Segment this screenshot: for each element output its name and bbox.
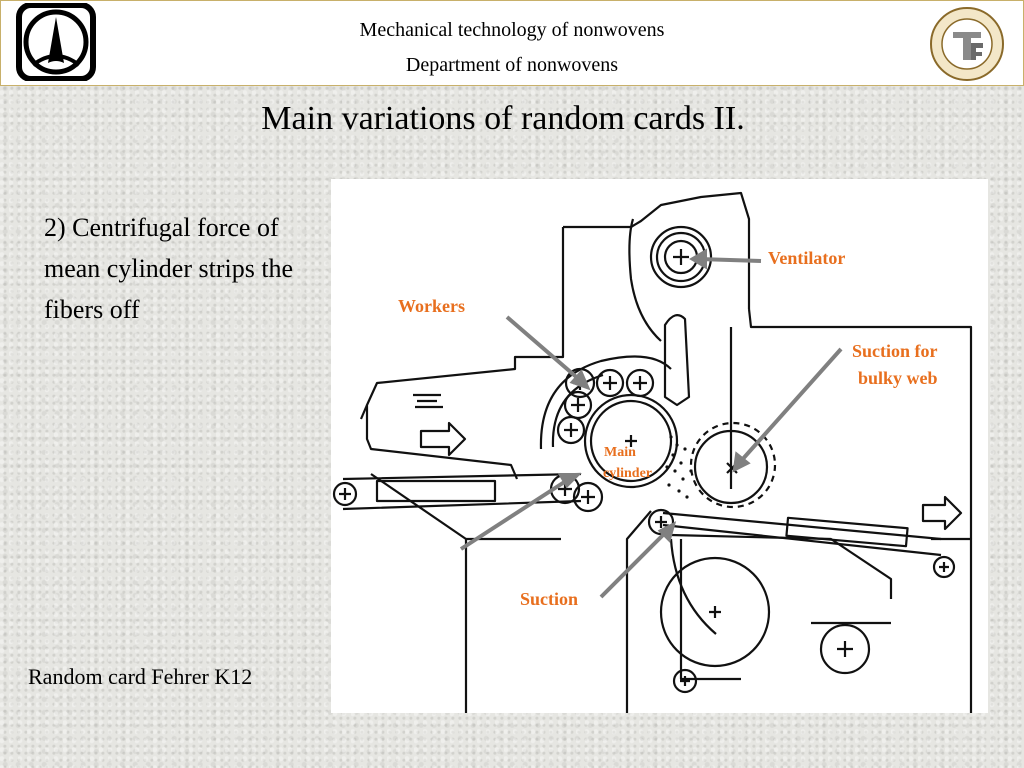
faculty-seal-icon (930, 7, 1004, 81)
label-ventilator: Ventilator (768, 248, 845, 268)
machine-drawing: Ventilator Workers Suction for bulky web… (332, 191, 973, 713)
header-line-2: Department of nonwovens (405, 54, 619, 76)
label-suction: Suction (520, 589, 578, 609)
figure-caption: Random card Fehrer K12 (28, 664, 253, 689)
label-suction-bulky-1: Suction for (852, 341, 938, 361)
slide-header: Mechanical technology of nonwovens Depar… (0, 0, 1024, 86)
header-line-1: Mechanical technology of nonwovens (359, 19, 665, 41)
label-main-cylinder-1: Main (604, 445, 636, 460)
slide-title: Main variations of random cards II. (261, 100, 745, 137)
label-suction-bulky-2: bulky web (858, 368, 938, 388)
slide-description: 2) Centrifugal force of mean cylinder st… (44, 213, 294, 324)
label-main-cylinder-2: cylinder (603, 466, 652, 481)
random-card-diagram: Ventilator Workers Suction for bulky web… (331, 179, 988, 713)
university-emblem-icon (16, 3, 96, 81)
label-workers: Workers (398, 296, 465, 316)
